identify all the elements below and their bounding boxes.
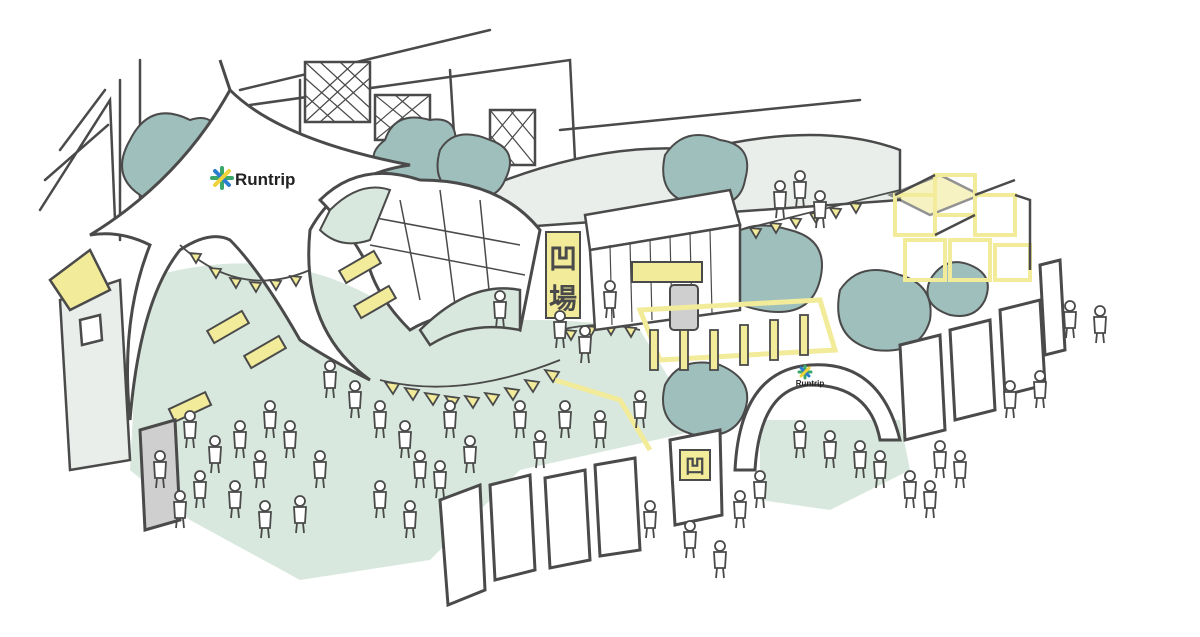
person [903,470,917,509]
entrance-arch: Runtrip [733,363,902,472]
person [713,540,727,579]
person [348,380,362,419]
crowd [153,170,1107,579]
person [533,430,547,469]
person [513,400,527,439]
person [228,480,242,519]
person [578,325,592,364]
person [1003,380,1017,419]
person [263,400,277,439]
person [398,420,412,459]
tree-entrance [662,361,749,437]
person [208,435,222,474]
lounge-chairs [167,249,398,424]
person [603,280,617,319]
person [153,450,167,489]
person [823,430,837,469]
person [373,480,387,519]
person [953,450,967,489]
yellow-fence [554,297,839,452]
tent-runtrip-logo: Runtrip [210,166,295,190]
person [373,400,387,439]
person [183,410,197,449]
arch-logo-text: Runtrip [796,379,825,388]
person [283,420,297,459]
person [293,495,307,534]
panel-sign: 凹 [679,449,711,481]
person [923,480,937,519]
person [933,440,947,479]
person [443,400,457,439]
sign-char-top: 凹 [549,242,577,275]
sign-char-bottom: 場 [549,282,577,315]
person [873,450,887,489]
person [733,490,747,529]
panel-walls [138,258,1067,608]
cube-scaffold [886,173,1032,282]
panel-symbol: 凹 [685,454,705,478]
person [558,400,572,439]
tree-far-right [837,269,932,352]
tree-top-right [926,261,989,317]
person [1063,300,1077,339]
person [1093,305,1107,344]
lounge-chair [242,334,288,370]
person [463,435,477,474]
lounge-chair [337,249,383,285]
lounge-chair [205,309,251,345]
person [193,470,207,509]
runtrip-tent [89,59,411,421]
person [773,180,787,219]
asterisk-star-icon [797,364,813,380]
person [853,440,867,479]
person [683,520,697,559]
person [253,450,267,489]
person [793,170,807,209]
person [173,490,187,529]
tree-right-top [662,134,749,207]
person [433,460,447,499]
tent-logo-text: Runtrip [235,170,295,189]
person [593,410,607,449]
person [1033,370,1047,409]
stall-banner [631,261,703,283]
vertical-sign: 凹 場 [545,231,581,319]
person [643,500,657,539]
lounge-chair [352,284,398,320]
person [753,470,767,509]
person [793,420,807,459]
person [313,450,327,489]
food-stall [583,188,742,332]
person [233,420,247,459]
person [493,290,507,329]
person [413,450,427,489]
person [258,500,272,539]
person [553,310,567,349]
left-side-structures [48,248,132,472]
background-buildings [38,28,862,242]
person [403,500,417,539]
person [813,190,827,229]
asterisk-star-icon [210,166,234,190]
person [323,360,337,399]
person [633,390,647,429]
